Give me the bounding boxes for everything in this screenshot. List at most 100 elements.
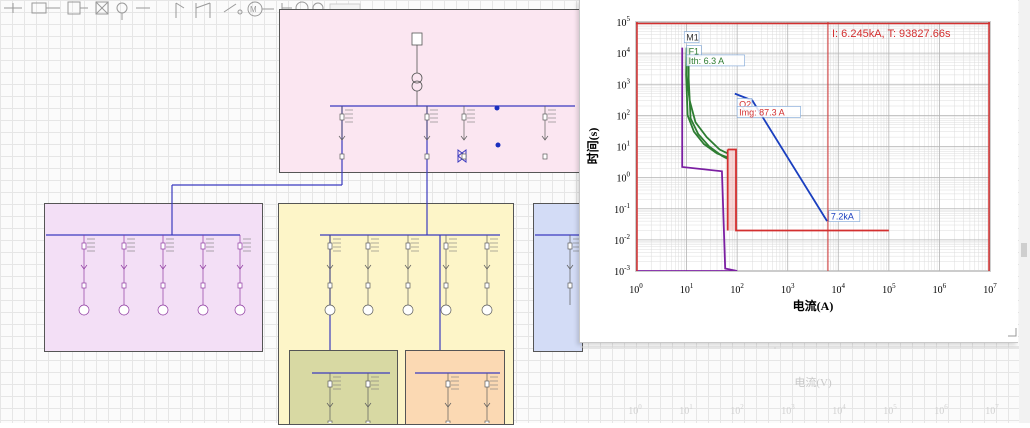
curve-label[interactable]: F1	[689, 47, 700, 57]
transformer-icon	[411, 32, 423, 46]
breaker-icon[interactable]	[237, 242, 243, 250]
contactor-icon	[159, 264, 167, 270]
contactor-icon	[460, 135, 468, 141]
motor-icon[interactable]	[481, 304, 493, 316]
x-tick-label: 104	[832, 282, 846, 296]
overload-icon	[200, 282, 206, 289]
contactor-icon	[364, 264, 372, 270]
disconnector-tool-icon[interactable]	[95, 1, 109, 15]
y-tick-label: 105	[617, 15, 631, 29]
breaker-icon[interactable]	[339, 113, 345, 121]
contactor-icon	[199, 264, 207, 270]
ghost-tick-label: 101	[679, 403, 693, 417]
tap-tool-icon[interactable]	[175, 2, 185, 18]
breaker-icon[interactable]	[424, 113, 430, 121]
tcc-curve[interactable]	[727, 148, 889, 232]
overload-icon	[365, 282, 371, 289]
motor-icon[interactable]	[362, 304, 374, 316]
motor-icon[interactable]	[324, 304, 336, 316]
branch-tool-icon[interactable]	[195, 2, 211, 18]
overload-icon	[327, 282, 333, 289]
x-axis-label: 电流(A)	[793, 298, 834, 313]
tcc-curve[interactable]	[687, 47, 729, 160]
motor-icon[interactable]	[78, 304, 90, 316]
y-tick-label: 102	[617, 108, 631, 122]
breaker-tolerance-band	[727, 149, 737, 231]
ghost-tick-label: 100	[628, 403, 642, 417]
overload-icon	[327, 420, 333, 423]
breaker-icon[interactable]	[365, 242, 371, 250]
curve-label-box	[828, 210, 861, 222]
breaker-icon[interactable]	[484, 380, 490, 388]
motor-icon[interactable]	[234, 304, 246, 316]
curve-label[interactable]: 7.2kA	[831, 212, 854, 222]
breaker-icon[interactable]	[445, 380, 451, 388]
x-tick-label: 107	[983, 282, 997, 296]
svg-text:M: M	[250, 5, 257, 14]
submotor-panel-a[interactable]	[44, 203, 263, 352]
motor-icon[interactable]	[118, 304, 130, 316]
tcc-curve[interactable]	[685, 47, 729, 155]
tcc-curve[interactable]	[734, 92, 828, 222]
motor-icon[interactable]	[440, 304, 452, 316]
breaker-icon[interactable]	[567, 242, 573, 250]
schematic-wiring	[46, 32, 580, 423]
breaker-icon[interactable]	[461, 113, 467, 121]
contactor-icon	[326, 264, 334, 270]
wire-tool-icon[interactable]	[4, 3, 22, 13]
x-tick-label: 101	[680, 282, 694, 296]
curve-label-box	[736, 106, 801, 118]
breaker-icon[interactable]	[327, 380, 333, 388]
breaker-icon[interactable]	[365, 380, 371, 388]
y-axis-label: 时间(s)	[585, 128, 600, 165]
breaker-icon[interactable]	[160, 242, 166, 250]
tcc-curve[interactable]	[681, 47, 738, 271]
curve-label[interactable]: M1	[686, 33, 699, 43]
curve-label[interactable]: Img: 87.3 A	[739, 107, 785, 117]
breaker-icon[interactable]	[542, 113, 548, 121]
curve-label-box	[686, 54, 745, 67]
breaker-icon[interactable]	[443, 242, 449, 250]
x-tick-label: 106	[933, 282, 947, 296]
contactor-icon	[483, 264, 491, 270]
cursor-readout: I: 6.245kA, T: 93827.66s	[832, 28, 951, 40]
breaker-icon[interactable]	[484, 242, 490, 250]
overload-icon	[160, 282, 166, 289]
motor-icon[interactable]	[157, 304, 169, 316]
breaker-tool-icon[interactable]	[67, 1, 88, 15]
scrollbar-thumb[interactable]	[1021, 243, 1027, 257]
sub-panel-orange[interactable]	[405, 350, 505, 425]
switch-open-tool-icon[interactable]	[223, 3, 243, 15]
overload-icon	[339, 153, 345, 160]
motor-tool-icon[interactable]	[247, 1, 274, 17]
sub-panel-olive[interactable]	[289, 350, 398, 425]
curve-label[interactable]: Q2	[739, 99, 751, 109]
fuse-tool-icon[interactable]	[116, 2, 128, 20]
ghost-tick-label: 107	[985, 403, 999, 417]
contactor-icon	[80, 264, 88, 270]
breaker-icon[interactable]	[327, 242, 333, 250]
motor-icon[interactable]	[197, 304, 209, 316]
breaker-icon[interactable]	[405, 242, 411, 250]
y-tick-label: 10-3	[614, 264, 630, 278]
transformer-winding-icon	[411, 72, 423, 84]
overload-icon	[443, 282, 449, 289]
breaker-icon[interactable]	[81, 242, 87, 250]
junction-dot	[495, 142, 501, 148]
ghost-tick-label: 102	[730, 403, 744, 417]
curve-label[interactable]: Ith: 6.3 A	[689, 56, 725, 66]
y-tick-label: 103	[617, 77, 631, 91]
vertical-scrollbar[interactable]	[1019, 0, 1030, 423]
breaker-icon[interactable]	[121, 242, 127, 250]
main-distribution-panel[interactable]	[279, 9, 581, 173]
overload-icon	[567, 282, 573, 289]
resize-grip-icon[interactable]	[1008, 328, 1017, 337]
breaker-icon[interactable]	[200, 242, 206, 250]
contactor-icon	[541, 135, 549, 141]
motor-icon[interactable]	[402, 304, 414, 316]
switch-tool-icon[interactable]	[31, 2, 60, 14]
